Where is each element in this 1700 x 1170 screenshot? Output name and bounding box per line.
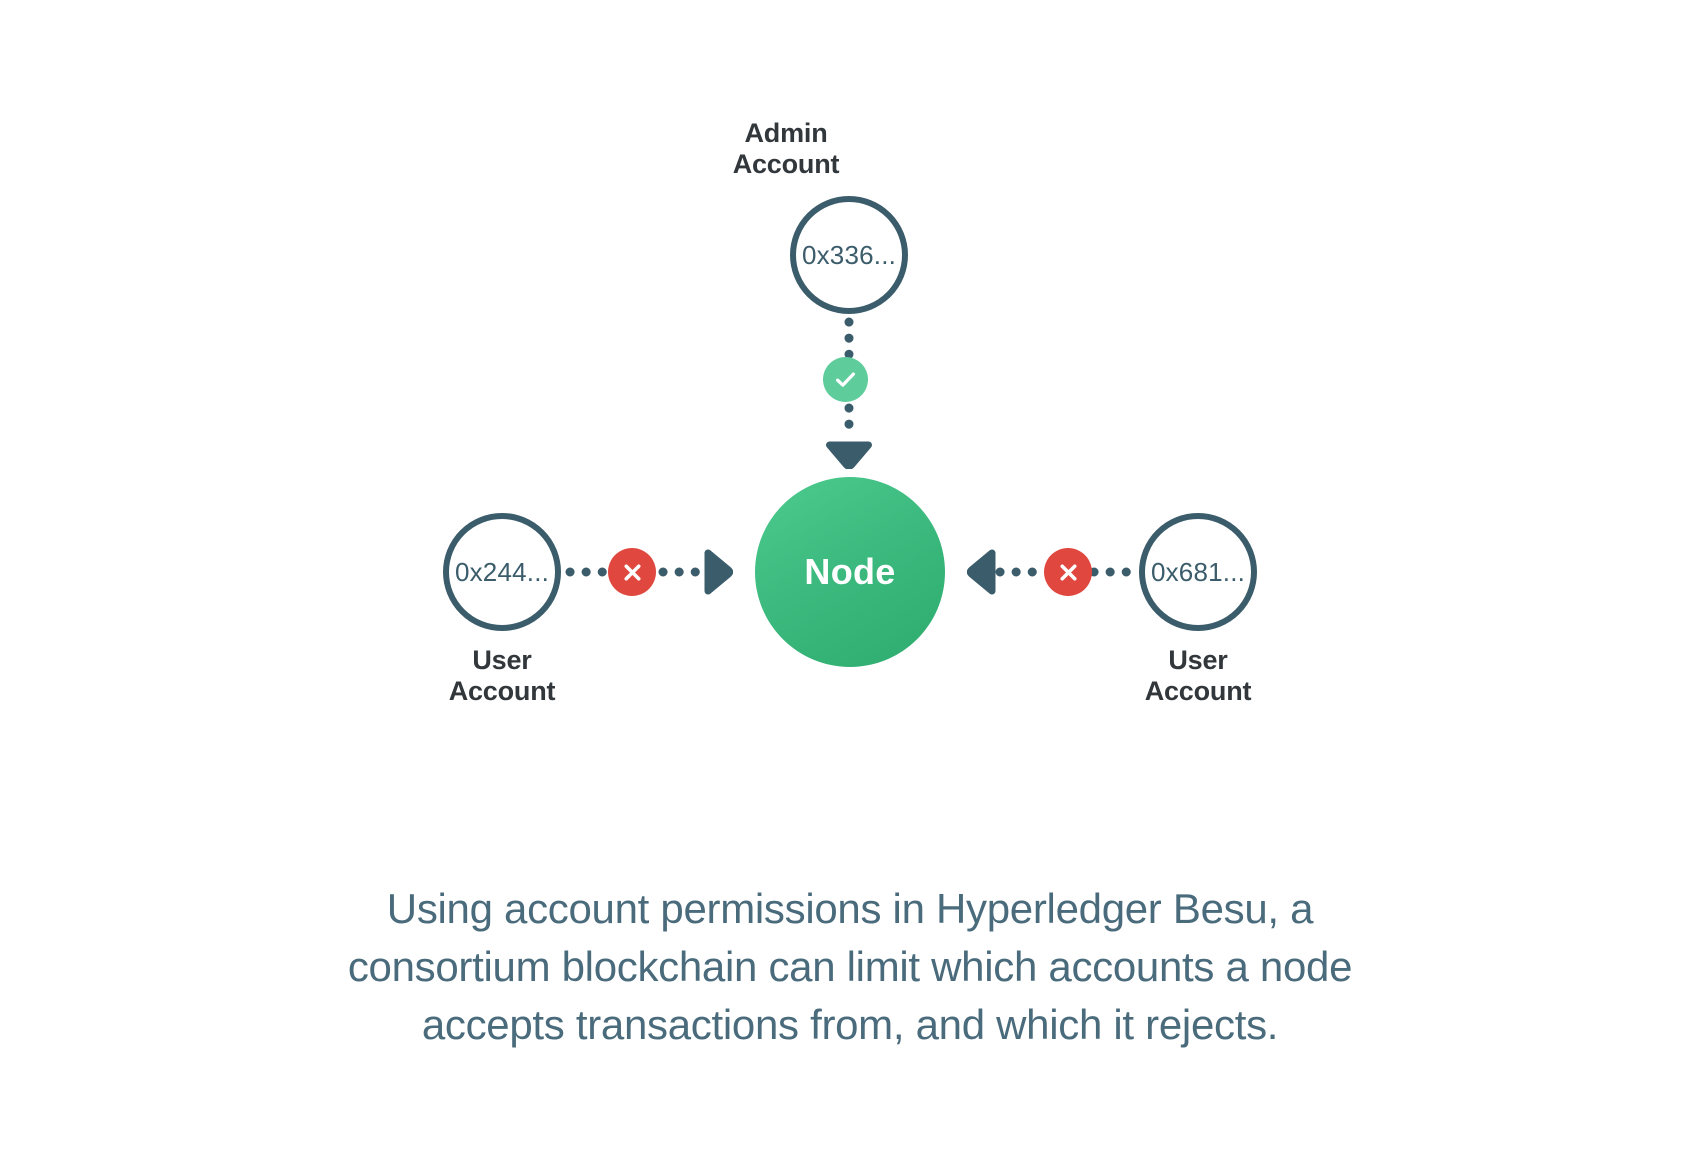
user-right-connector-arrowhead-left bbox=[967, 548, 997, 596]
user-right-account-address: 0x681... bbox=[1150, 556, 1246, 587]
allow-check-badge[interactable] bbox=[823, 357, 868, 402]
deny-cross-badge-right[interactable] bbox=[1044, 548, 1092, 596]
center-node[interactable]: Node bbox=[755, 477, 945, 667]
user-left-connector-arrowhead-right bbox=[703, 548, 733, 596]
user-left-connector-outer-dots bbox=[658, 566, 706, 578]
admin-account-address: 0x336... bbox=[801, 239, 897, 270]
user-left-connector-inner-dots bbox=[565, 566, 611, 578]
admin-account-label: Admin Account bbox=[732, 118, 840, 180]
cross-icon bbox=[623, 563, 641, 581]
permission-diagram: Admin Account 0x336... bbox=[443, 118, 1257, 707]
user-left-account-label: User Account bbox=[448, 645, 556, 707]
cross-icon bbox=[1059, 563, 1077, 581]
user-right-connector-outer-dots bbox=[995, 566, 1043, 578]
user-right-account-label: User Account bbox=[1144, 645, 1252, 707]
caption-line-3: accepts transactions from, and which it … bbox=[421, 1000, 1279, 1048]
caption-line-2: consortium blockchain can limit which ac… bbox=[347, 942, 1353, 990]
admin-account-circle[interactable]: 0x336... bbox=[790, 196, 908, 314]
user-left-account-address: 0x244... bbox=[454, 556, 550, 587]
user-left-account-circle[interactable]: 0x244... bbox=[443, 513, 561, 631]
deny-cross-badge-left[interactable] bbox=[608, 548, 656, 596]
admin-connector-lower-dots bbox=[843, 403, 855, 445]
center-node-label: Node bbox=[804, 551, 896, 592]
caption: Using account permissions in Hyperledger… bbox=[0, 880, 1700, 1054]
user-right-connector-inner-dots bbox=[1089, 566, 1137, 578]
admin-connector-upper-dots bbox=[843, 317, 855, 365]
caption-line-1: Using account permissions in Hyperledger… bbox=[386, 885, 1314, 932]
user-right-account-circle[interactable]: 0x681... bbox=[1139, 513, 1257, 631]
admin-connector-arrowhead-down bbox=[825, 441, 873, 469]
check-icon bbox=[835, 372, 856, 387]
